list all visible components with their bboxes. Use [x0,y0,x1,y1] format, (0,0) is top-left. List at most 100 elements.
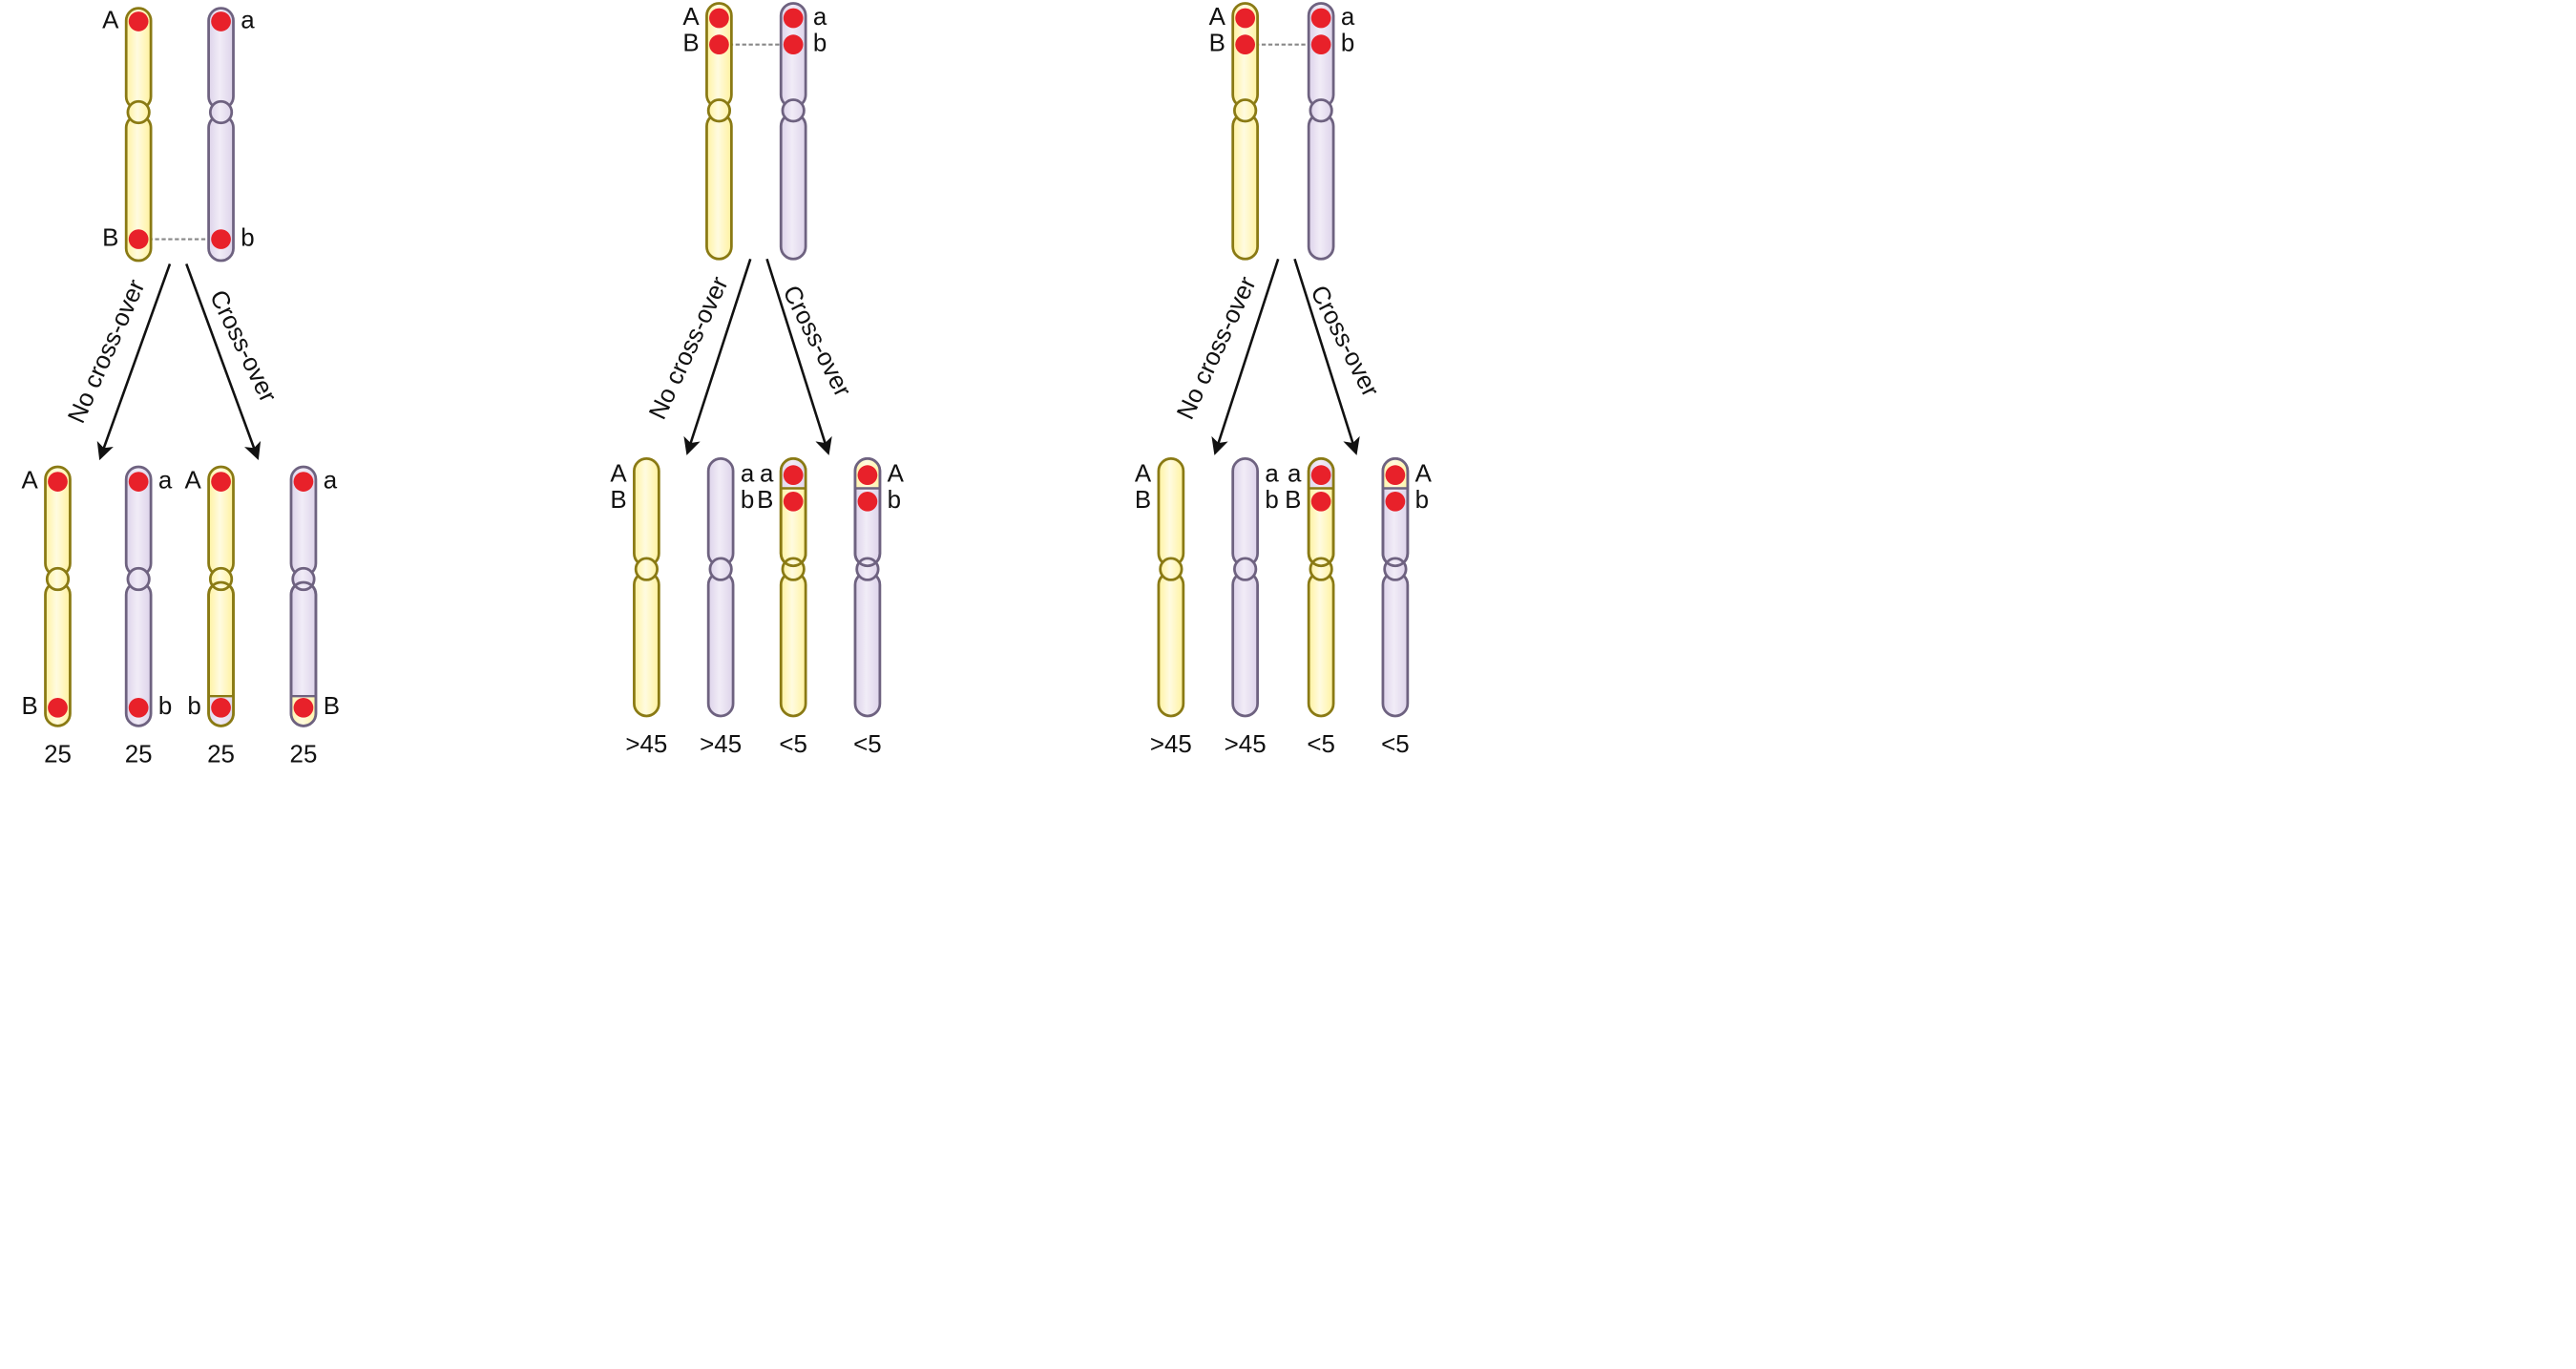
panel-3-offspring-4-chromosome-outline [1381,457,1410,568]
panel-1-offspring-4-label-top: a [324,467,338,494]
panel-2-parent-allele-dot-3 [783,8,804,29]
panel-2-label-crossover: Cross-over [777,282,856,402]
panel-2-offspring-1-chromosome-upper-arm [633,457,660,568]
panel-2-offspring-3-label-bottom: B [757,487,773,514]
panel-3-offspring-3-count: <5 [1307,731,1335,758]
panel-3-parent-allele-dot-3 [1310,8,1331,29]
panel-2-parent-chromosome-yellow-centromere [706,98,732,123]
panel-3-parent-label-left-bottom: B [1209,30,1225,56]
panel-2-offspring-2-label-bottom: b [741,487,754,514]
panel-1-parent-chromosome-purple-centromere [208,99,234,125]
panel-2-parent-chromosome-yellow [705,2,733,261]
panel-3-offspring-4-chromosome-lower-arm [1381,571,1410,718]
panel-2-arrow-no-crossover [683,258,752,455]
panel-2-parent-chromosome-yellow-lower-arm [705,112,733,261]
panel-1-parent-allele-dot-1 [128,11,149,32]
panel-2-offspring-3-chromosome-outline [779,457,807,568]
panel-2-offspring-4-chromosome-lower-arm [853,571,882,718]
panel-1-offspring-3-label-bottom: b [187,693,200,720]
panel-3-offspring-2-chromosome-centromere [1233,557,1258,581]
panel-1-offspring-2-allele-dot-top [128,472,149,492]
panel-1-parent-allele-dot-2 [128,229,149,249]
panel-2-offspring-2-chromosome-centromere [708,557,733,581]
panel-1-arrow-crossover [185,263,262,461]
panel-3-offspring-1-label-top: A [1135,461,1152,488]
panel-1-parent-chromosome-yellow [124,7,153,263]
panel-1-offspring-1-allele-dot-bottom [48,697,68,718]
panel-3-offspring-3-label-bottom: B [1285,487,1301,514]
panel-1-parent-allele-dot-4 [211,229,231,249]
panel-1-parent-label-right-bottom: b [241,224,254,251]
panel-3-offspring-2-count: >45 [1225,731,1267,758]
panel-2-offspring-4-chromosome-outline [853,457,882,568]
panel-1-offspring-2-chromosome [124,465,153,727]
panel-2-arrow-crossover [765,258,832,455]
panel-2-offspring-3-chromosome-lower-arm [779,571,807,718]
panel-1-offspring-1-label-top: A [21,467,38,494]
panel-1-offspring-2-label-bottom: b [158,693,172,720]
panel-1-offspring-1-allele-dot-top [48,472,68,492]
panel-3-arrow-crossover [1293,258,1360,455]
panel-3-offspring-2-label-bottom: b [1265,487,1278,514]
panel-3-offspring-2-chromosome [1231,457,1259,718]
panel-3-parent-label-right-bottom: b [1341,30,1354,56]
panel-2-parent-chromosome-purple-centromere [781,98,806,123]
panel-1-parent-allele-dot-3 [211,11,231,32]
panel-2-parent-label-left-bottom: B [682,30,699,56]
panel-1-offspring-1-chromosome [44,465,72,727]
panel-3-parent-chromosome-yellow-centromere [1233,98,1258,123]
panel-1-offspring-3-count: 25 [207,741,235,768]
panel-2-offspring-1-chromosome-lower-arm [633,571,660,718]
panel-2-offspring-3-count: <5 [779,731,807,758]
panel-2-parent-allele-dot-4 [783,34,804,55]
panel-3-parent-chromosome-purple-lower-arm [1307,112,1335,261]
panel-1-offspring-2-count: 25 [125,741,153,768]
panel-2-offspring-2-count: >45 [700,731,742,758]
panel-1-offspring-4-chromosome [289,465,318,727]
panel-3-offspring-1-label-bottom: B [1135,487,1151,514]
panel-3-parent-allele-dot-2 [1235,34,1256,55]
panel-3-offspring-1-chromosome-upper-arm [1157,457,1185,568]
panel-2-offspring-4-label-bottom: b [888,487,901,514]
panel-3-parent-allele-dot-4 [1310,34,1331,55]
panel-2-offspring-4-allele-dot-bottom [857,491,878,512]
panel-1-offspring-2-label-top: a [158,467,173,494]
panel-1-offspring-4-allele-dot-top [293,472,314,492]
panel-3-parent-label-left-top: A [1209,4,1226,31]
panel-3-offspring-2-label-top: a [1265,461,1279,488]
panel-1-offspring-3-chromosome [207,465,235,727]
panel-1-offspring-1-chromosome-centromere [45,566,71,592]
panel-3-parent-chromosome-purple-centromere [1309,98,1333,123]
panel-1-offspring-3-allele-dot-bottom [211,697,231,718]
panel-3-offspring-1-chromosome [1157,457,1185,718]
panel-1-parent-label-left-bottom: B [102,224,118,251]
panel-2-parent-allele-dot-1 [709,8,729,29]
panel-1-offspring-2-chromosome-centromere [126,566,151,592]
panel-1-offspring-4-chromosome-outline [289,580,318,727]
panel-3-parent-chromosome-purple [1307,2,1335,261]
panel-2-offspring-2-chromosome-lower-arm [706,571,735,718]
panel-3-offspring-2-chromosome-lower-arm [1231,571,1259,718]
panel-3-arrow-no-crossover [1211,258,1280,455]
panel-2-offspring-1-count: >45 [625,731,667,758]
panel-1-offspring-4-allele-dot-bottom [293,697,314,718]
panel-1-offspring-4-label-bottom: B [324,693,340,720]
panel-2-offspring-3-allele-dot-bottom [783,491,804,512]
panel-1-offspring-3-allele-dot-top [211,472,231,492]
panel-3-parent-allele-dot-1 [1235,8,1256,29]
panel-1-offspring-3-label-top: A [185,467,202,494]
panel-3-offspring-1-chromosome-lower-arm [1157,571,1185,718]
panel-3-label-crossover: Cross-over [1305,282,1384,402]
panel-1-parent-label-left-top: A [102,7,119,33]
panel-2-parent-label-left-top: A [682,4,700,31]
panel-3-offspring-4-label-top: A [1415,461,1433,488]
panel-1-arrow-no-crossover [96,263,172,461]
panel-1-parent-chromosome-purple [207,7,235,263]
panel-3-offspring-4-allele-dot-bottom [1385,491,1406,512]
panel-3-offspring-4-count: <5 [1381,731,1410,758]
panel-2-parent-allele-dot-2 [709,34,729,55]
panel-3-offspring-1-count: >45 [1150,731,1192,758]
